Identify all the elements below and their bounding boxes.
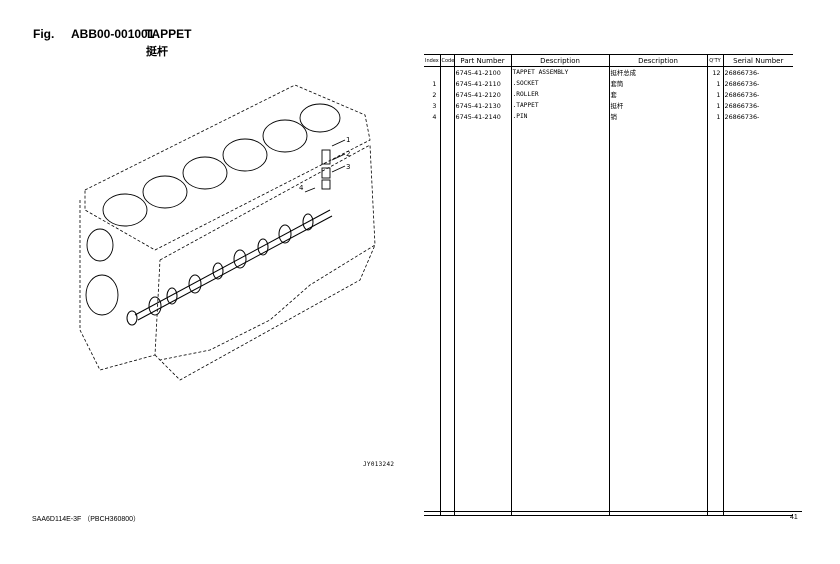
row-part-number: 6745-41-2100 <box>453 66 511 78</box>
row-code <box>439 111 454 122</box>
cylinder-bore-2 <box>142 175 188 209</box>
front-bore-lower <box>85 274 119 316</box>
row-index <box>424 67 440 79</box>
engine-block-drawing: 1 2 3 4 <box>79 84 376 381</box>
block-front-outline <box>79 200 161 371</box>
row-serial: 26866736- <box>722 78 793 89</box>
col-index: Index <box>424 54 440 67</box>
row-serial: 26866736- <box>722 111 793 122</box>
row-description-cn: 挺杆 <box>608 100 707 111</box>
camshaft-end <box>126 310 138 326</box>
model-label: SAA6D114E-3F （PBCH360800） <box>32 516 141 523</box>
page-number: 41 <box>790 514 798 521</box>
row-part-number: 6745-41-2140 <box>453 111 511 122</box>
row-description-cn: 挺杆总成 <box>608 66 707 78</box>
col-description-cn: Description <box>608 54 707 67</box>
callout-2: 2 <box>346 150 350 158</box>
front-bore-upper <box>86 228 114 262</box>
callout-1: 1 <box>346 136 350 144</box>
row-code <box>439 89 454 100</box>
row-description-cn: 套 <box>608 89 707 100</box>
row-qty: 12 <box>706 66 723 78</box>
row-description-cn: 销 <box>608 111 707 122</box>
col-serial-number: Serial Number <box>722 54 793 67</box>
block-side-outline <box>159 144 376 361</box>
block-skirt-outline <box>154 244 376 381</box>
row-index: 1 <box>432 79 437 88</box>
cylinder-bore-1 <box>102 193 148 227</box>
col-part-number: Part Number <box>453 54 511 67</box>
row-index: 2 <box>432 90 437 99</box>
drawing-id: JY013242 <box>363 461 395 468</box>
parts-table: Index Code Part Number Description Descr… <box>424 54 793 516</box>
table-empty-space <box>424 122 793 516</box>
row-description: .SOCKET <box>510 78 609 89</box>
col-description: Description <box>510 54 609 67</box>
row-index: 3 <box>432 101 437 110</box>
camshaft-lobes <box>148 213 314 316</box>
row-part-number: 6745-41-2130 <box>453 100 511 111</box>
row-qty: 1 <box>706 100 723 111</box>
row-qty: 1 <box>706 78 723 89</box>
col-code: Code <box>439 54 454 67</box>
row-description: .ROLLER <box>510 89 609 100</box>
row-part-number: 6745-41-2110 <box>453 78 511 89</box>
parts-table-header: Index Code Part Number Description Descr… <box>424 54 793 67</box>
row-code <box>439 66 454 78</box>
row-index: 4 <box>432 112 437 121</box>
camshaft <box>134 209 331 316</box>
row-code <box>439 100 454 111</box>
row-serial: 26866736- <box>722 100 793 111</box>
row-serial: 26866736- <box>722 89 793 100</box>
part-name: TAPPET <box>145 27 192 41</box>
cylinder-bore-5 <box>262 119 308 153</box>
table-row: 3 6745-41-2130 .TAPPET 挺杆 1 26866736- <box>424 100 793 111</box>
table-row: 4 6745-41-2140 .PIN 销 1 26866736- <box>424 111 793 122</box>
block-top-outline <box>84 84 371 251</box>
row-qty: 1 <box>706 111 723 122</box>
cylinder-bore-6 <box>299 103 341 133</box>
row-description: TAPPET ASSEMBLY <box>510 66 609 78</box>
footer-rule <box>424 511 802 512</box>
table-row: 2 6745-41-2120 .ROLLER 套 1 26866736- <box>424 89 793 100</box>
row-part-number: 6745-41-2120 <box>453 89 511 100</box>
table-row: 1 6745-41-2110 .SOCKET 套筒 1 26866736- <box>424 78 793 89</box>
callout-3: 3 <box>346 163 350 171</box>
row-description: .TAPPET <box>510 100 609 111</box>
table-row: 6745-41-2100 TAPPET ASSEMBLY 挺杆总成 12 268… <box>424 66 793 79</box>
row-qty: 1 <box>706 89 723 100</box>
row-description: .PIN <box>510 111 609 122</box>
cylinder-bore-4 <box>222 138 268 172</box>
col-qty: Q'TY <box>706 54 723 67</box>
figure-label: Fig. <box>33 27 55 41</box>
cylinder-bore-3 <box>182 156 228 190</box>
row-code <box>439 78 454 89</box>
row-description-cn: 套筒 <box>608 78 707 89</box>
callout-4: 4 <box>299 184 304 192</box>
figure-code: ABB00-001001 <box>71 27 155 41</box>
part-name-chinese: 挺杆 <box>146 45 168 58</box>
row-serial: 26866736- <box>722 66 793 78</box>
tappet-exploded <box>304 139 346 193</box>
